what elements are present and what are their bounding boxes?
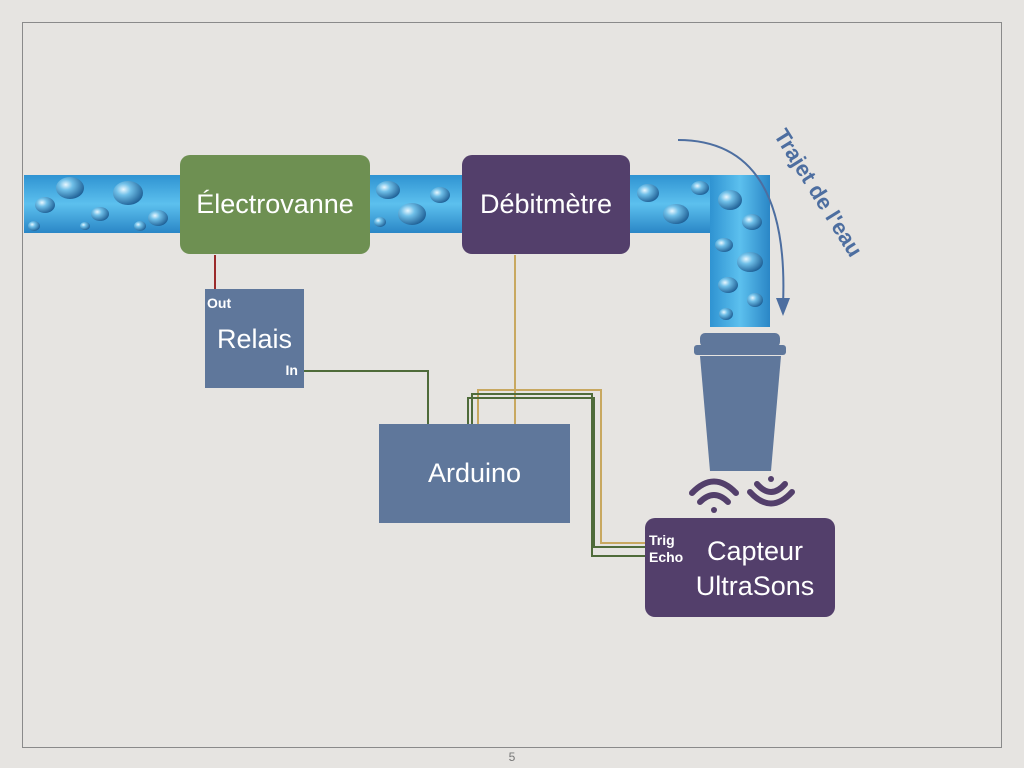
water-bubbles [28,177,763,320]
relais-in-pin: In [285,362,298,378]
debitmetre-label: Débitmètre [479,189,613,219]
water-path-arrow [677,139,790,316]
water-cup-icon [694,333,786,471]
wire-relais-in-arduino [304,370,429,424]
capteur-trig-pin: Trig [649,532,675,548]
wires [214,255,645,557]
ultrasonic-wave-icon-left [689,478,739,513]
wire-trig-green [467,397,645,548]
wire-trig [477,389,645,544]
electrovanne-box[interactable]: Électrovanne [180,155,370,254]
water-pipe [24,175,770,327]
capteur-echo-pin: Echo [649,549,684,565]
capteur-ultrasons-box[interactable]: Trig Echo Capteur UltraSons [645,518,835,617]
debitmetre-box[interactable]: Débitmètre [462,155,630,254]
electrovanne-label: Électrovanne [196,189,354,219]
capteur-label: Capteur UltraSons [675,534,835,604]
capteur-label-line2: UltraSons [695,571,815,601]
relais-box[interactable]: Out Relais In [205,289,304,388]
relais-label: Relais [216,324,293,354]
slide-frame [22,22,1002,748]
ultrasonic-wave-icon-right [747,476,795,507]
arduino-label: Arduino [427,458,522,488]
relais-out-pin: Out [207,295,232,311]
capteur-label-line1: Capteur [706,536,804,566]
wire-echo [471,393,645,557]
arduino-box[interactable]: Arduino [379,424,570,523]
slide-number: 5 [508,750,516,764]
